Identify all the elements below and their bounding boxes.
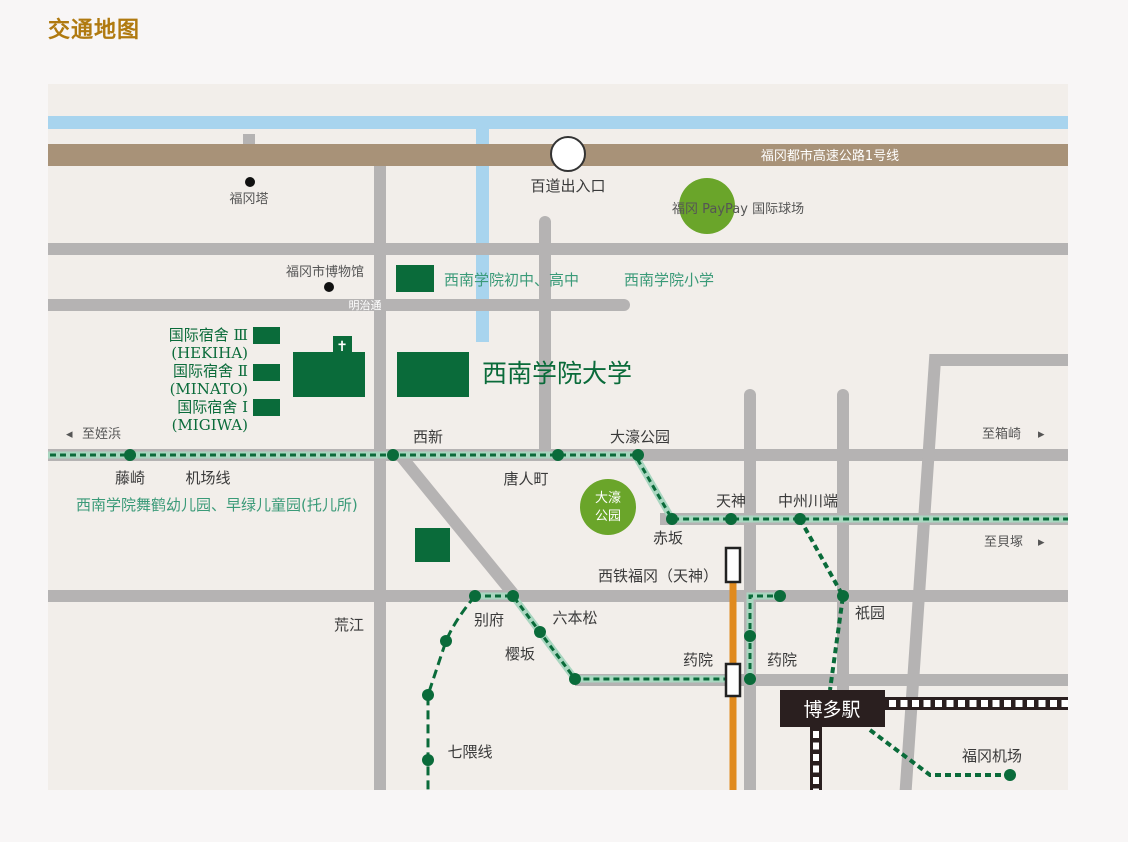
direction-east-top: 至箱崎 xyxy=(982,426,1021,442)
direction-east-bottom: 至貝塚 xyxy=(984,535,1023,550)
station-ropponmatsu: 六本松 xyxy=(552,609,597,627)
station-akasaka: 赤坂 xyxy=(653,529,683,547)
station-yakuin-subway: 药院 xyxy=(767,651,797,669)
rail-tie xyxy=(813,731,819,738)
interchange-label: 百道出入口 xyxy=(530,177,605,195)
dorm-3-label: 国际宿舍 Ⅲ xyxy=(169,326,248,344)
airport-line xyxy=(48,453,1068,521)
station-fujisaki: 藤崎 xyxy=(115,469,145,487)
nanakuma-line xyxy=(475,594,733,681)
rail-tie xyxy=(1015,700,1023,707)
dorm-1-en: (MIGIWA) xyxy=(172,416,248,434)
station-sakurazaka: 樱坂 xyxy=(505,645,535,663)
canal xyxy=(476,116,489,342)
dorm-3-en: (HEKIHA) xyxy=(171,344,248,362)
hakata-station-label: 博多駅 xyxy=(803,699,860,721)
rail-tie xyxy=(813,788,819,790)
rail-tie xyxy=(1038,700,1046,707)
station-gion: 祇园 xyxy=(855,604,885,622)
station-tenjin: 天神 xyxy=(716,492,746,510)
rail-tie xyxy=(935,700,942,707)
station-fukuoka-airport: 福冈机场 xyxy=(962,747,1022,765)
hakata-station[interactable] xyxy=(780,690,885,727)
dorm-2-label: 国际宿舍 Ⅱ xyxy=(173,362,248,380)
stadium-marker xyxy=(679,178,735,234)
airport-link xyxy=(868,728,1010,777)
airport-line-label: 机场线 xyxy=(185,469,230,487)
nishitetsu-tenjin-station xyxy=(724,546,742,584)
east-arrow-icon-2: ▸ xyxy=(1038,535,1045,550)
rail-tie xyxy=(981,700,988,707)
rail-tie xyxy=(923,700,931,707)
ohori-park xyxy=(580,479,636,535)
station-befu: 别府 xyxy=(474,611,504,629)
subway-lines xyxy=(48,453,1068,790)
elementary-label: 西南学院小学 xyxy=(624,271,714,289)
campus-buildings xyxy=(253,265,469,562)
dorm-2-en: (MINATO) xyxy=(170,380,248,398)
university-label: 西南学院大学 xyxy=(482,359,632,388)
station-yakuin-nishitetsu: 药院 xyxy=(683,651,713,669)
nishitetsu-yakuin-station xyxy=(724,662,742,698)
high-school-label: 西南学院初中、高中 xyxy=(444,271,579,289)
museum-marker xyxy=(324,282,334,292)
nanakuma-line-label: 七隈线 xyxy=(447,743,492,761)
park-label-2: 公园 xyxy=(595,509,621,524)
rail-tie xyxy=(969,700,977,707)
station-nishitetsu-fukuoka: 西铁福冈（天神） xyxy=(598,567,718,585)
rail-tie xyxy=(889,700,896,707)
direction-west: 至姪浜 xyxy=(82,427,121,442)
kindergarten-label: 西南学院舞鹤幼儿园、早绿儿童园(托儿所) xyxy=(76,496,358,514)
rail-tie xyxy=(900,700,908,707)
expressway-label: 福冈都市高速公路1号线 xyxy=(761,148,899,164)
hakozaki-link xyxy=(798,518,846,691)
rail-tie xyxy=(958,700,965,707)
interchange-marker xyxy=(550,136,586,172)
rail-tie xyxy=(813,754,819,761)
station-dots xyxy=(124,449,1016,781)
west-arrow-icon: ◂ xyxy=(66,427,73,442)
map-background xyxy=(48,84,1068,790)
station-tojinmachi: 唐人町 xyxy=(503,470,548,488)
park-label: 大濠 xyxy=(595,490,621,506)
rail-tie xyxy=(992,700,1000,707)
museum-label: 福冈市博物馆 xyxy=(286,264,364,280)
rail-tie xyxy=(1050,700,1057,707)
church-cross-icon: ✝ xyxy=(336,339,348,355)
dorm-1-label: 国际宿舍 Ⅰ xyxy=(177,398,248,416)
rail-tie xyxy=(946,700,954,707)
rail-tie xyxy=(912,700,919,707)
east-arrow-icon: ▸ xyxy=(1038,427,1045,442)
rail-tie xyxy=(813,742,819,750)
rail-tie xyxy=(813,765,819,773)
rail-tie xyxy=(813,777,819,784)
rail-tie xyxy=(1061,700,1068,707)
nanakuma-branch xyxy=(426,595,477,790)
area-arae: 荒江 xyxy=(334,616,364,634)
station-nishijin: 西新 xyxy=(413,428,443,446)
stadium-label: 福冈 PayPay 国际球场 xyxy=(672,202,804,217)
tower-marker xyxy=(245,177,255,187)
rail-tie xyxy=(1004,700,1011,707)
tower-label: 福冈塔 xyxy=(229,192,268,207)
page-title: 交通地图 xyxy=(48,18,141,43)
station-ohorikoen: 大濠公园 xyxy=(610,428,670,446)
station-nakasukawabata: 中州川端 xyxy=(778,492,838,510)
river xyxy=(48,116,1068,129)
rail-tie xyxy=(1027,700,1034,707)
road-label: 明治通 xyxy=(349,298,382,312)
